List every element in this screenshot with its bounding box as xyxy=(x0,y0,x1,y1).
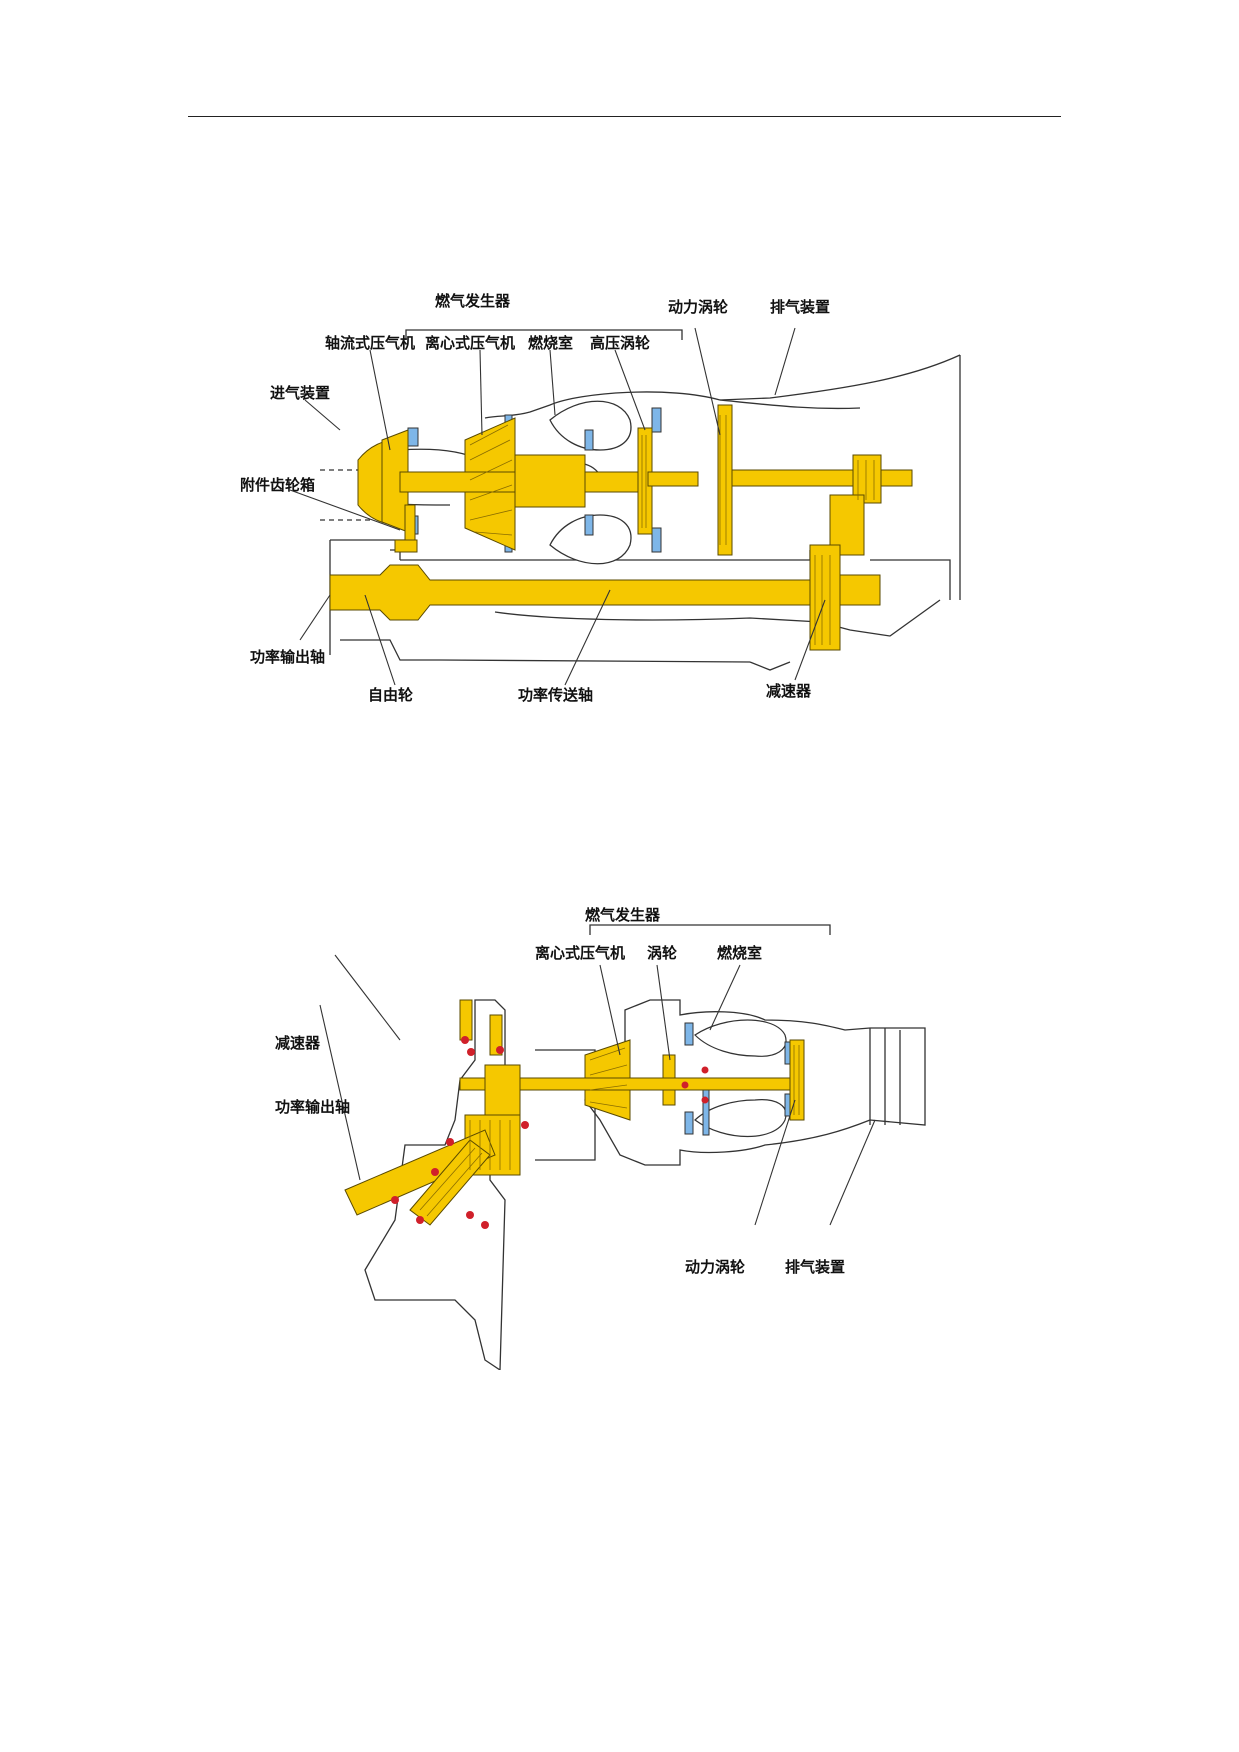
label-centrifugal-compressor: 离心式压气机 xyxy=(425,334,516,352)
leader-combustion-chamber xyxy=(549,349,556,416)
bolt xyxy=(466,1211,474,1219)
leader-hp-turbine xyxy=(614,349,646,431)
accessory-shaft-2 xyxy=(489,1014,503,1056)
label-centrifugal-compressor: 离心式压气机 xyxy=(535,944,626,962)
bolt xyxy=(446,1138,454,1146)
combustor-upper xyxy=(549,400,632,451)
stator-vane xyxy=(684,1111,694,1135)
label-combustion-chamber: 燃烧室 xyxy=(528,334,574,352)
leader-turbine xyxy=(656,964,671,1061)
label-hp-turbine: 高压涡轮 xyxy=(590,334,651,352)
label-combustion-chamber: 燃烧室 xyxy=(717,944,763,962)
label-power-output-shaft: 功率输出轴 xyxy=(250,648,326,666)
bolt xyxy=(391,1196,399,1204)
label-turbine: 涡轮 xyxy=(647,944,678,962)
leader-exhaust xyxy=(829,1119,876,1226)
stator-vane xyxy=(584,429,594,451)
leader-power-output-shaft xyxy=(319,1004,361,1181)
stator-vane xyxy=(651,527,662,553)
leader-power-turbine xyxy=(694,327,721,436)
combustor-lower xyxy=(694,1099,787,1137)
leader-reducer xyxy=(794,599,826,681)
accessory-shaft-1 xyxy=(459,999,473,1041)
bolt xyxy=(701,1066,709,1074)
leader-accessory-gearbox xyxy=(289,489,401,531)
hp-turbine-stub xyxy=(647,471,699,487)
bolt xyxy=(521,1121,529,1129)
label-gas-generator: 燃气发生器 xyxy=(585,906,661,924)
gas-generator-bracket xyxy=(589,924,831,935)
leader-centrifugal-compressor xyxy=(479,349,483,436)
reducer-gear-3 xyxy=(809,544,841,651)
power-transmission-shaft xyxy=(329,564,811,621)
combustor-upper xyxy=(694,1019,787,1057)
label-exhaust: 排气装置 xyxy=(770,298,831,316)
casing-top xyxy=(484,354,961,419)
accessory-gear xyxy=(394,539,418,553)
label-axial-compressor: 轴流式压气机 xyxy=(325,334,416,352)
gas-generator-hub xyxy=(514,454,586,508)
label-reducer: 减速器 xyxy=(275,1034,321,1052)
figure-2-drawing xyxy=(319,924,926,1370)
power-output-shaft xyxy=(344,1129,496,1216)
leader-power-transmission-shaft xyxy=(564,589,611,686)
leader-intake xyxy=(304,399,341,431)
power-turbine-shaft xyxy=(731,469,913,487)
leader-reducer xyxy=(334,954,401,1041)
label-power-output-shaft: 功率输出轴 xyxy=(275,1098,351,1116)
bolt xyxy=(681,1081,689,1089)
label-power-turbine: 动力涡轮 xyxy=(685,1258,746,1276)
power-turbine-disk xyxy=(789,1039,805,1121)
leader-axial-compressor xyxy=(369,349,391,451)
label-exhaust: 排气装置 xyxy=(785,1258,846,1276)
bolt xyxy=(467,1048,475,1056)
bolt xyxy=(416,1216,424,1224)
stator-vane xyxy=(407,427,419,447)
gas-generator-bracket xyxy=(405,329,683,340)
label-power-turbine: 动力涡轮 xyxy=(668,298,729,316)
leader-power-output-shaft xyxy=(299,594,331,641)
bolt xyxy=(701,1096,709,1104)
label-intake: 进气装置 xyxy=(270,384,331,402)
leader-freewheel xyxy=(364,594,396,686)
figure-1-turboshaft-cutaway: 燃气发生器 轴流式压气机 离心式压气机 燃烧室 高压涡轮 动力涡轮 排气装置 进… xyxy=(240,294,970,790)
leader-exhaust xyxy=(774,327,796,396)
gearbox-housing xyxy=(364,999,506,1370)
figure-1-drawing xyxy=(289,327,961,686)
casing-bottom xyxy=(494,599,941,637)
bolt xyxy=(481,1221,489,1229)
combustor-lower xyxy=(549,514,632,565)
accessory-gear-shaft xyxy=(404,504,416,546)
bolt xyxy=(461,1036,469,1044)
page-top-rule xyxy=(188,116,1061,117)
figure-2-turboshaft-cutaway: 燃气发生器 离心式压气机 涡轮 燃烧室 减速器 功率输出轴 动力涡轮 排气装置 xyxy=(275,880,945,1370)
reducer-output-stub xyxy=(839,574,881,606)
bolt xyxy=(496,1046,504,1054)
label-gas-generator: 燃气发生器 xyxy=(435,292,511,310)
label-power-transmission-shaft: 功率传送轴 xyxy=(518,686,594,704)
leader-combustion-chamber xyxy=(709,964,741,1031)
label-reducer: 减速器 xyxy=(766,682,812,700)
leader-centrifugal-compressor xyxy=(599,964,621,1056)
bolt xyxy=(431,1168,439,1176)
label-accessory-gearbox: 附件齿轮箱 xyxy=(240,476,316,494)
stator-vane xyxy=(684,1022,694,1046)
stator-vane xyxy=(651,407,662,433)
reducer-gear-upper xyxy=(484,1064,521,1121)
stator-vane xyxy=(584,514,594,536)
label-freewheel: 自由轮 xyxy=(368,686,414,704)
stator-vane xyxy=(702,1084,710,1136)
leader-power-turbine xyxy=(754,1099,796,1226)
